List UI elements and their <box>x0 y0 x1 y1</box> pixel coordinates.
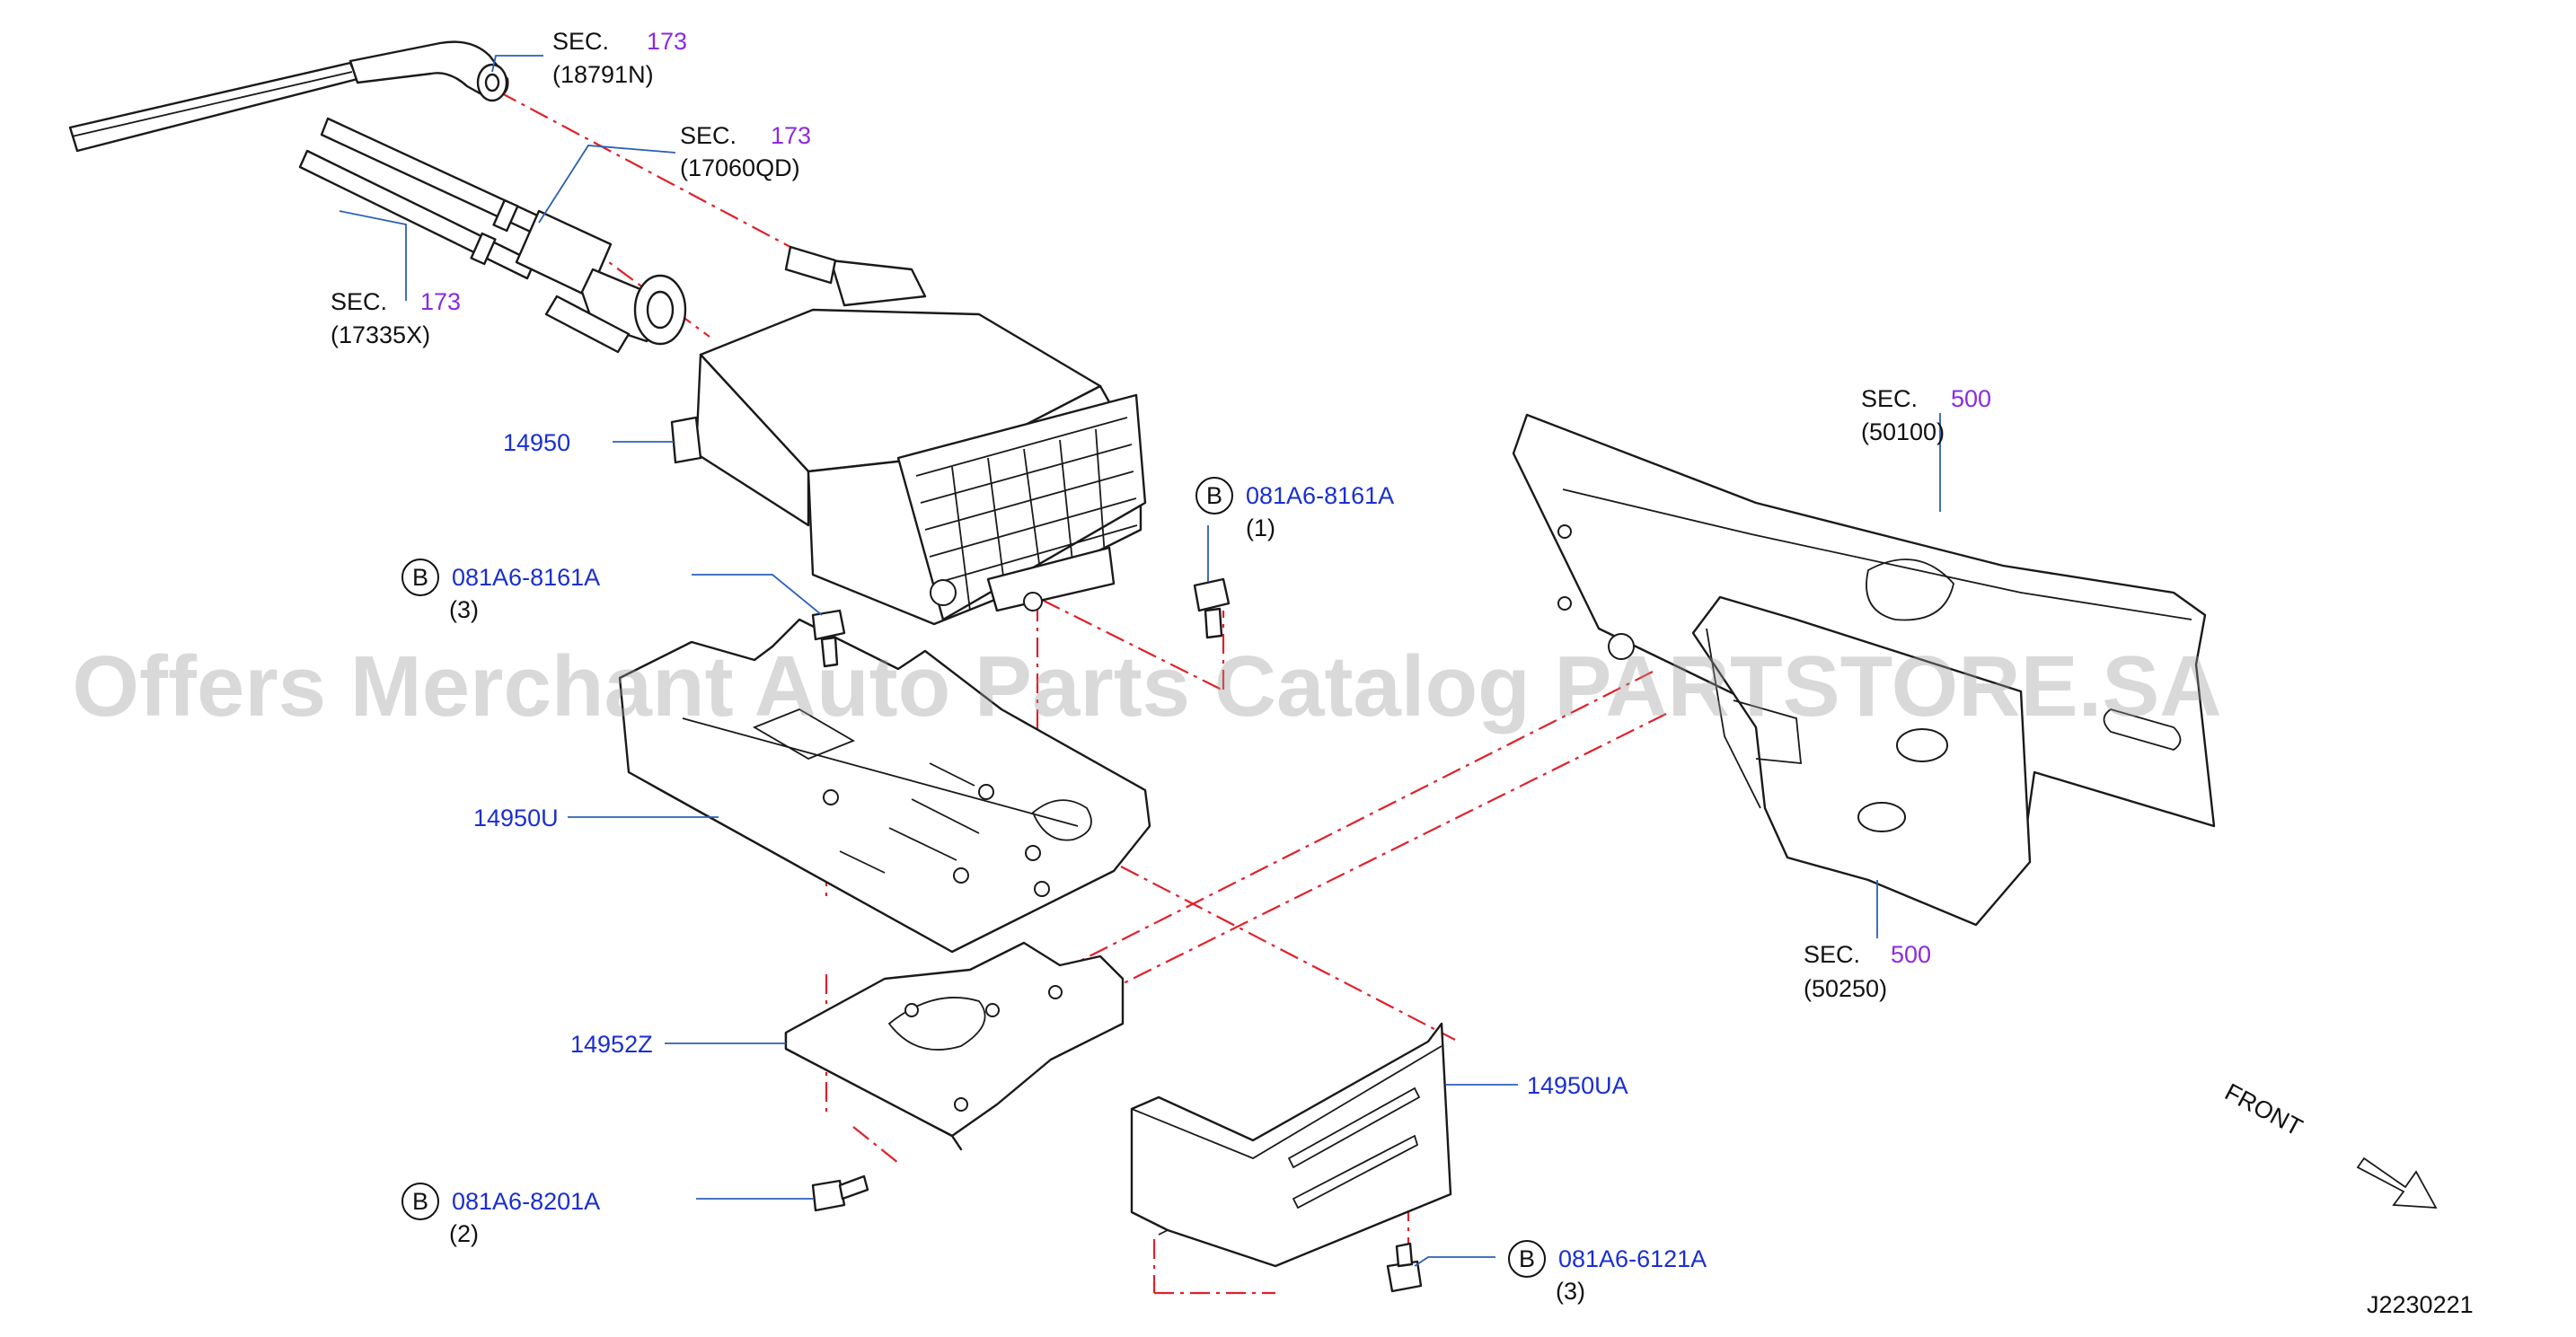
front-indicator: FRONT <box>2220 1078 2438 1209</box>
svg-text:SEC.: SEC. <box>680 122 737 149</box>
svg-text:SEC.: SEC. <box>1861 385 1918 412</box>
callout-sec-50100[interactable]: SEC. 500 (50100) <box>1861 385 1991 445</box>
front-label: FRONT <box>2220 1078 2307 1141</box>
svg-text:173: 173 <box>420 288 461 315</box>
callout-bolt-081a6-8161a-1[interactable]: B 081A6-8161A (1) <box>1195 477 1394 541</box>
svg-text:SEC.: SEC. <box>552 28 609 55</box>
body-panel-50250 <box>1691 595 2032 927</box>
callout-sec-18791n[interactable]: SEC. 173 (18791N) <box>552 28 687 88</box>
svg-text:081A6-8161A: 081A6-8161A <box>452 564 600 591</box>
svg-text:SEC.: SEC. <box>331 288 387 315</box>
part-14950-label[interactable]: 14950 <box>503 429 570 456</box>
evap-canister <box>670 245 1147 626</box>
svg-text:500: 500 <box>1951 385 1991 412</box>
callout-sec-17335x[interactable]: SEC. 173 (17335X) <box>331 288 461 348</box>
svg-text:B: B <box>1519 1245 1535 1272</box>
bolt-icon <box>1386 1242 1423 1293</box>
diagram-id: J2230221 <box>2367 1291 2474 1318</box>
badge-b-icon <box>401 559 439 596</box>
svg-text:(17335X): (17335X) <box>331 321 430 348</box>
cover-14950ua <box>1130 1022 1452 1268</box>
canister-bracket-14950u <box>618 618 1151 954</box>
part-14950u-label[interactable]: 14950U <box>473 805 559 831</box>
svg-text:(3): (3) <box>449 596 479 623</box>
leader-lines <box>339 55 1941 1267</box>
svg-text:081A6-6121A: 081A6-6121A <box>1558 1245 1707 1272</box>
callout-bolt-081a6-8161a-3[interactable]: B 081A6-8161A (3) <box>401 559 600 623</box>
svg-text:(18791N): (18791N) <box>552 61 654 88</box>
bracket-14952z <box>784 941 1125 1151</box>
callout-bolt-081a6-6121a[interactable]: B 081A6-6121A (3) <box>1508 1240 1707 1305</box>
badge-b-icon <box>1195 477 1233 515</box>
svg-text:SEC.: SEC. <box>1804 941 1860 968</box>
badge-b-icon <box>1508 1240 1546 1278</box>
callout-bolt-081a6-8201a[interactable]: B 081A6-8201A (2) <box>401 1183 600 1247</box>
badge-b-icon <box>401 1183 439 1220</box>
part-14950ua-label[interactable]: 14950UA <box>1527 1072 1628 1099</box>
front-arrow-icon <box>2356 1157 2438 1209</box>
svg-text:B: B <box>1206 482 1222 509</box>
svg-text:(1): (1) <box>1246 515 1275 541</box>
svg-text:(50100): (50100) <box>1861 418 1945 445</box>
bolts <box>811 577 1423 1293</box>
callout-sec-17060qd[interactable]: SEC. 173 (17060QD) <box>680 122 811 181</box>
svg-text:173: 173 <box>771 122 811 149</box>
svg-text:(50250): (50250) <box>1804 975 1887 1002</box>
bolt-icon <box>811 609 846 668</box>
svg-text:B: B <box>412 564 428 591</box>
callout-sec-50250[interactable]: SEC. 500 (50250) <box>1804 941 1931 1002</box>
watermark-text: Offers Merchant Auto Parts Catalog PARTS… <box>72 638 2221 734</box>
part-14952z-label[interactable]: 14952Z <box>570 1031 653 1058</box>
svg-text:081A6-8161A: 081A6-8161A <box>1246 482 1394 509</box>
bolt-icon <box>811 1174 869 1212</box>
svg-text:(2): (2) <box>449 1220 479 1247</box>
bolt-icon <box>1193 577 1231 639</box>
svg-text:(17060QD): (17060QD) <box>680 154 800 181</box>
vapor-tubes <box>68 40 687 354</box>
svg-text:173: 173 <box>647 28 687 55</box>
svg-text:500: 500 <box>1891 941 1931 968</box>
svg-text:(3): (3) <box>1556 1278 1585 1305</box>
svg-text:081A6-8201A: 081A6-8201A <box>452 1188 600 1215</box>
svg-text:B: B <box>412 1188 428 1215</box>
